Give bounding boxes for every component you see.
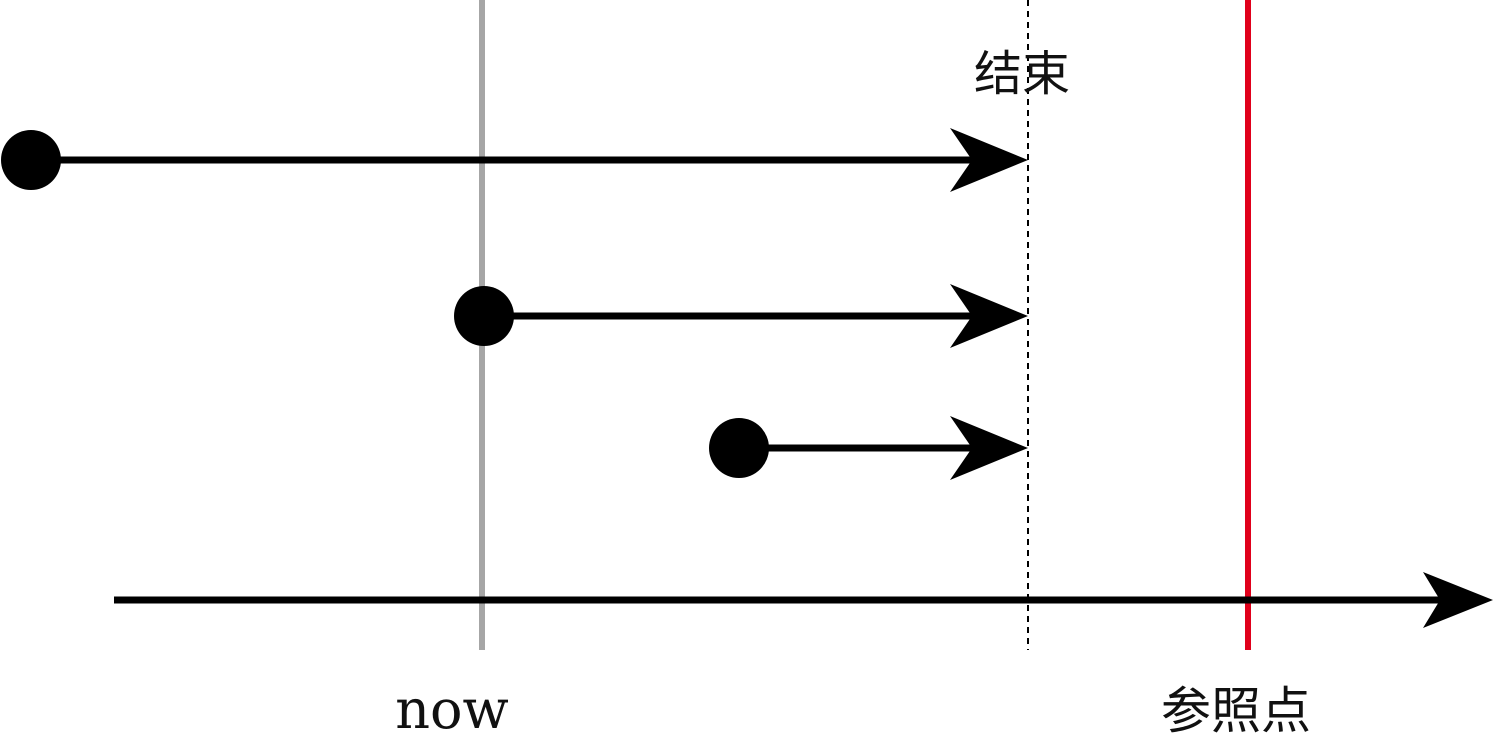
arrow-2-start-dot (454, 286, 514, 346)
end-label: 结束 (974, 46, 1070, 102)
arrow-2-head (950, 284, 1028, 348)
interval-arrow-3 (709, 416, 1028, 480)
time-axis (114, 572, 1493, 628)
interval-arrow-2 (454, 284, 1028, 348)
arrow-1-start-dot (1, 130, 61, 190)
interval-arrow-1 (1, 128, 1028, 192)
reference-label: 参照点 (1161, 682, 1311, 740)
arrow-3-start-dot (709, 418, 769, 478)
time-axis-arrowhead (1423, 572, 1493, 628)
arrow-1-head (950, 128, 1028, 192)
now-label: now (395, 678, 509, 741)
arrow-3-head (950, 416, 1028, 480)
